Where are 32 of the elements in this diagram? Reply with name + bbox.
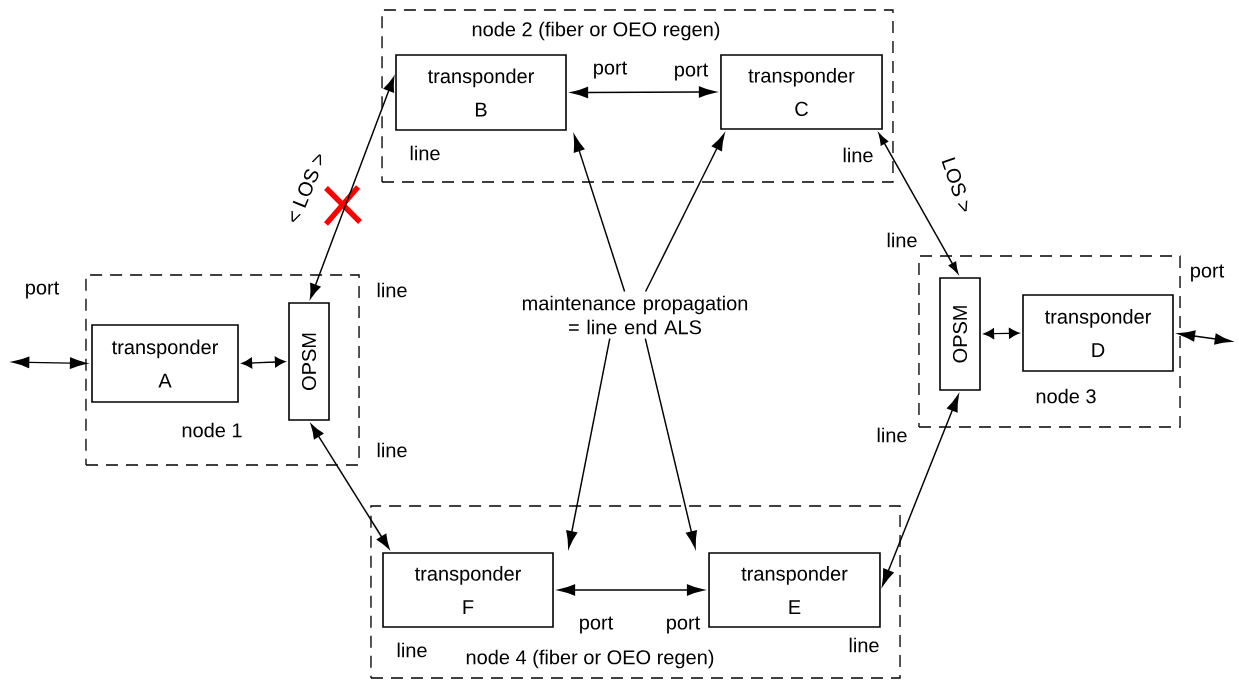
- port-label: line: [843, 147, 873, 163]
- transponder-box: transponder A: [91, 324, 239, 403]
- port-label: line: [377, 442, 407, 458]
- port-label: port: [1191, 264, 1225, 282]
- port-label: port: [580, 616, 614, 634]
- edge-label: LOS >: [941, 157, 968, 212]
- arrow: [573, 134, 626, 293]
- arrow: [566, 337, 611, 548]
- arrow: [983, 328, 1020, 339]
- port-label: port: [594, 61, 628, 79]
- arrow: [241, 356, 286, 369]
- arrow: [881, 394, 959, 586]
- arrow: [644, 337, 697, 548]
- port-label: port: [667, 616, 701, 634]
- port-label: line: [377, 282, 407, 298]
- arrow: [310, 424, 390, 550]
- arrow: [1178, 330, 1232, 345]
- opsm-box: OPSM: [288, 302, 330, 421]
- port-label: port: [675, 63, 709, 81]
- arrow: [558, 584, 704, 596]
- arrow: [878, 133, 959, 274]
- transponder-box: transponder D: [1022, 294, 1174, 372]
- arrow: [644, 133, 725, 293]
- port-label: port: [26, 281, 60, 299]
- port-label: line: [887, 232, 917, 248]
- arrow: [309, 76, 395, 299]
- opsm-box: OPSM: [939, 277, 981, 391]
- note-text: maintenance propagation = line end ALS: [522, 295, 748, 335]
- port-label: line: [877, 427, 907, 443]
- transponder-box: transponder B: [395, 54, 567, 131]
- transponder-box: transponder C: [720, 54, 883, 130]
- edge-label: < LOS >: [291, 154, 322, 222]
